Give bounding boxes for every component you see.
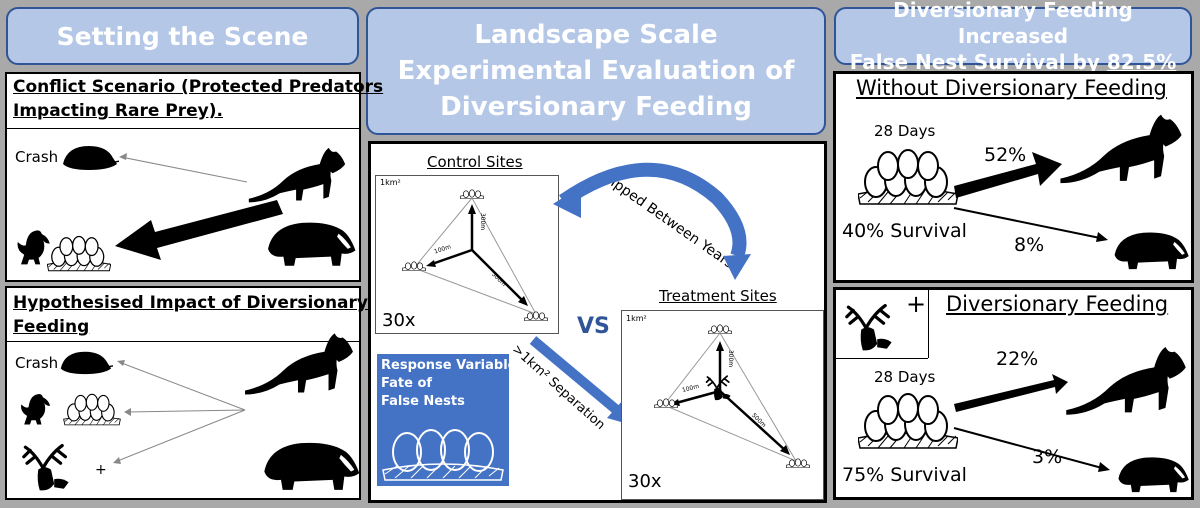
header-left-text: Setting the Scene xyxy=(56,21,309,51)
hypothesis-crash-label: Crash xyxy=(15,354,59,372)
with-days: 28 Days xyxy=(874,368,936,386)
treatment-deer-icon xyxy=(705,375,732,401)
treatment-triangle xyxy=(663,332,798,463)
without-feeding-panel: Without Diversionary Feeding 28 Days 40%… xyxy=(833,71,1194,283)
false-nest-icon xyxy=(382,429,504,481)
with-feeding-panel: + Diversionary Feeding 28 Days 75% Survi… xyxy=(833,287,1194,500)
conflict-arrows xyxy=(115,153,283,260)
without-days: 28 Days xyxy=(874,122,936,140)
conflict-crash-label: Crash xyxy=(15,148,59,166)
treatment-area-label: 1km² xyxy=(626,314,647,323)
hypothesis-title-line1: Hypothesised Impact of Diversionary xyxy=(13,293,368,313)
hypothesis-divider xyxy=(7,341,361,342)
treatment-nest-top xyxy=(708,324,732,334)
control-site-map: 1km² 300m 100m 500m 30x xyxy=(375,175,559,334)
header-middle-text: Landscape Scale Experimental Evaluation … xyxy=(397,20,795,122)
header-right-line2-prefix: False Nest Survival by xyxy=(849,50,1107,74)
without-survival: 40% Survival xyxy=(842,220,967,242)
response-variable-box: Response Variable: Fate of False Nests xyxy=(377,354,522,486)
with-plus: + xyxy=(906,290,927,318)
with-title: Diversionary Feeding xyxy=(946,292,1169,316)
control-triangle xyxy=(413,197,538,315)
with-marten-pct: 22% xyxy=(996,348,1039,370)
hypothesis-plus: + xyxy=(95,462,107,478)
conflict-divider xyxy=(7,128,361,129)
control-reps: 30x xyxy=(382,310,416,331)
response-line3: False Nests xyxy=(381,394,465,409)
treatment-site-map: 1km² 300m 100m 500m 30x xyxy=(621,310,824,500)
conflict-title-line1: Conflict Scenario (Protected Predators xyxy=(13,77,384,97)
treatment-reps: 30x xyxy=(628,471,662,492)
with-arrows xyxy=(953,374,1110,472)
header-experimental-evaluation: Landscape Scale Experimental Evaluation … xyxy=(366,7,826,135)
without-arrows xyxy=(953,152,1108,242)
flip-arrow xyxy=(529,162,751,426)
experiment-panel: Control Sites 1km² 300m 100m 500m 30x Fl… xyxy=(368,141,827,503)
header-right-value: 82.5% xyxy=(1106,50,1177,74)
header-setting-the-scene: Setting the Scene xyxy=(6,7,359,65)
hypothesis-arrows xyxy=(113,360,246,464)
without-badger-pct: 8% xyxy=(1014,234,1045,256)
control-area-label: 1km² xyxy=(380,178,401,187)
header-right-line1: Diversionary Feeding Increased xyxy=(893,0,1133,48)
without-marten-pct: 52% xyxy=(984,144,1027,166)
hypothesis-panel: Hypothesised Impact of Diversionary Feed… xyxy=(5,286,368,500)
control-sites-label: Control Sites xyxy=(427,153,523,171)
conflict-panel: Conflict Scenario (Protected Predators I… xyxy=(5,72,383,282)
treatment-dist-300: 300m xyxy=(727,349,735,368)
with-deer-divider-v xyxy=(928,290,929,358)
with-survival: 75% Survival xyxy=(842,464,967,486)
treatment-sites-label: Treatment Sites xyxy=(659,287,777,305)
with-deer-divider-h xyxy=(836,358,928,359)
header-right-line2: False Nest Survival by 82.5% xyxy=(850,49,1176,75)
header-results: Diversionary Feeding Increased False Nes… xyxy=(834,0,1192,74)
response-line2: Fate of xyxy=(381,376,433,391)
response-line1: Response Variable: xyxy=(381,358,522,373)
conflict-title-line2: Impacting Rare Prey). xyxy=(13,101,223,121)
treatment-nest-left xyxy=(654,398,678,408)
hypothesis-title-line2: Feeding xyxy=(13,317,90,337)
without-title: Without Diversionary Feeding xyxy=(856,76,1167,100)
vs-label: VS xyxy=(577,314,610,339)
treatment-nest-right xyxy=(786,458,810,468)
